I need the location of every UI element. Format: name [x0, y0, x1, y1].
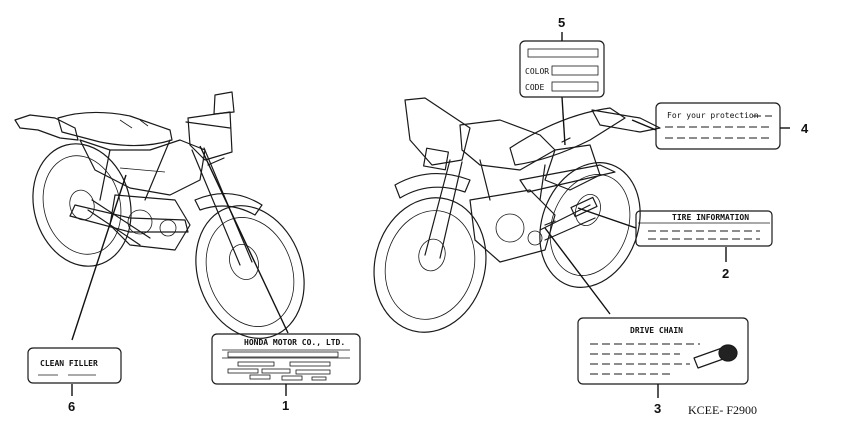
diagram-code: KCEE- F2900	[688, 403, 757, 417]
left-motorcycle	[14, 91, 305, 339]
leader-5b	[561, 96, 566, 146]
label-code-text: CODE	[525, 83, 544, 92]
label-color-code: COLOR CODE	[519, 40, 605, 98]
leader-4b	[631, 119, 657, 131]
label-protection: For your protection	[655, 102, 781, 150]
label-protection-plate	[655, 102, 781, 150]
leader-6	[71, 174, 127, 341]
callout-3: 3	[654, 401, 661, 416]
leader-1	[199, 145, 289, 334]
label-tire-info: TIRE INFORMATION	[635, 210, 773, 247]
label-tire-info-text: TIRE INFORMATION	[672, 213, 749, 222]
label-clean-filler: CLEAN FILLER	[27, 347, 122, 384]
leader-3	[544, 227, 611, 315]
leader-2b	[577, 207, 637, 229]
label-drive-chain-plate	[577, 317, 749, 385]
label-protection-text: For your protection	[667, 111, 759, 120]
label-color-text: COLOR	[525, 67, 549, 76]
callout-1: 1	[282, 398, 289, 413]
label-drive-chain-text: DRIVE CHAIN	[630, 326, 683, 335]
callout-2: 2	[722, 266, 729, 281]
callout-6: 6	[68, 399, 75, 414]
leader-lines	[71, 32, 790, 398]
label-tire-info-plate	[635, 210, 773, 247]
label-honda-plate-text: HONDA MOTOR CO., LTD.	[244, 338, 345, 347]
right-motorcycle	[373, 97, 661, 333]
callout-4: 4	[801, 121, 809, 136]
label-clean-filler-text: CLEAN FILLER	[40, 359, 98, 368]
label-drive-chain: DRIVE CHAIN	[577, 317, 749, 385]
label-clean-filler-plate	[27, 347, 122, 384]
label-honda-plate: HONDA MOTOR CO., LTD.	[211, 333, 361, 385]
callout-5: 5	[558, 15, 565, 30]
